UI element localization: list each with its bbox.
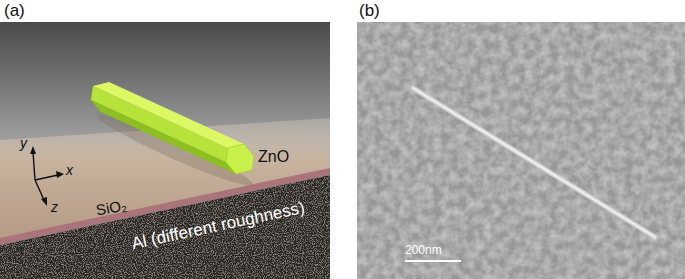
material-label: SiO₂ [95,197,128,219]
nanowire-face [91,100,236,174]
nanowire-sem [413,88,655,237]
scene-a [0,22,330,279]
sem-image [357,22,685,279]
nanowire-end [226,144,254,174]
scale-label: 200nm [405,244,442,257]
nanowire-face [91,86,228,162]
al-substrate [0,175,330,279]
material-label: ZnO [258,148,289,166]
axes [30,146,64,206]
backdrop [0,22,330,279]
axis-label: y [20,136,27,151]
panel-label: (b) [359,2,380,21]
panel-label: (a) [4,2,25,21]
material-label: Al (different roughness) [130,199,306,254]
nanowire-sem-highlight [413,88,655,237]
axis-label: z [51,200,58,215]
sem-ground [357,22,685,279]
scale-bar [405,260,461,262]
axis-label: x [66,163,73,178]
